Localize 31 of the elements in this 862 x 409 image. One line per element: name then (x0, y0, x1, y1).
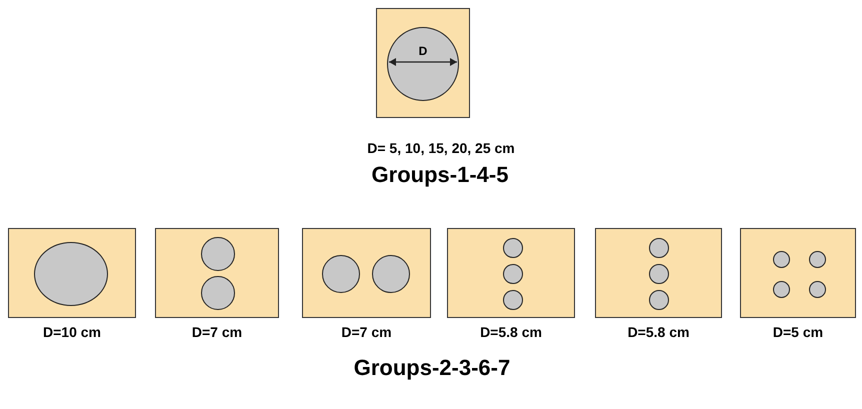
diameter-caption: D=5.8 cm (480, 324, 542, 340)
circular-hole (649, 264, 669, 284)
circular-hole (649, 238, 669, 258)
dimension-label: D (418, 44, 428, 58)
circular-hole (503, 290, 523, 310)
circular-hole (201, 237, 235, 271)
diameter-caption: D=5 cm (772, 324, 824, 340)
diameter-caption: D=5.8 cm (628, 324, 690, 340)
circular-hole (772, 250, 790, 268)
specimen-panel (740, 228, 856, 318)
diameter-caption: D=10 cm (43, 324, 101, 340)
group-title: Groups-1-4-5 (372, 162, 508, 188)
circular-hole (322, 255, 360, 293)
circular-hole (372, 255, 410, 293)
circular-hole (772, 280, 790, 298)
specimen-panel (155, 228, 279, 318)
specimen-panel (376, 8, 470, 118)
specimen-panel (447, 228, 575, 318)
circular-hole (808, 250, 826, 268)
circular-hole (503, 238, 523, 258)
group-title: Groups-2-3-6-7 (354, 355, 510, 381)
specimen-panel (8, 228, 136, 318)
circular-hole (808, 280, 826, 298)
circular-hole (201, 276, 235, 310)
circular-hole (649, 290, 669, 310)
diameter-caption: D=7 cm (341, 324, 392, 340)
specimen-panel (595, 228, 722, 318)
circular-hole (503, 264, 523, 284)
diameter-caption: D=7 cm (192, 324, 242, 340)
specimen-panel (302, 228, 431, 318)
diameter-caption: D= 5, 10, 15, 20, 25 cm (367, 140, 515, 156)
